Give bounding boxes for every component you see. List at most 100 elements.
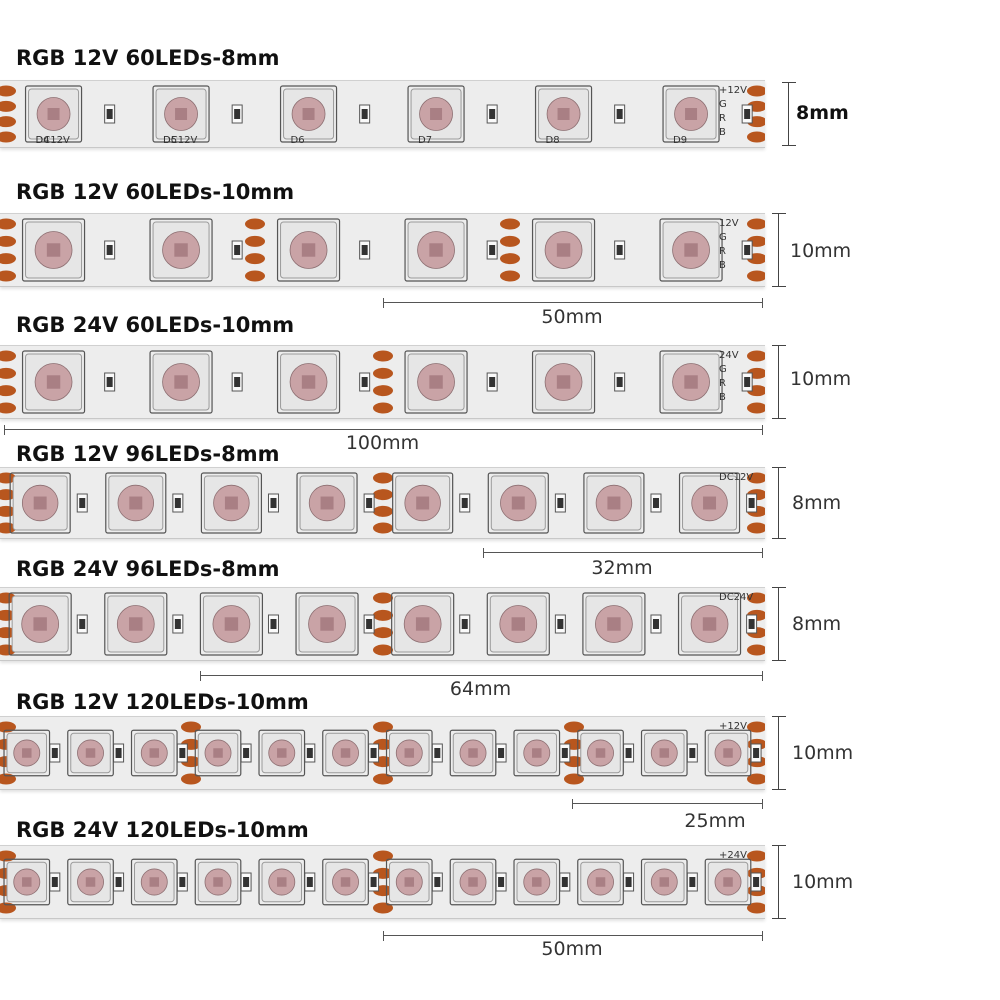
solder-pad <box>747 644 765 656</box>
silkscreen-label: D4 <box>36 135 50 146</box>
height-label: 10mm <box>792 742 854 764</box>
led-chip <box>295 592 359 656</box>
solder-pad <box>564 721 584 733</box>
pad-label: +12V <box>719 85 747 96</box>
solder-pad <box>0 218 16 230</box>
pad-label: 12V <box>719 218 739 229</box>
solder-pad <box>373 385 393 397</box>
led-chip <box>659 218 723 282</box>
solder-pad <box>500 270 520 282</box>
led-chip <box>258 858 306 906</box>
length-dimension <box>572 799 763 809</box>
led-chip <box>149 218 213 282</box>
led-chip <box>67 858 114 906</box>
solder-pad <box>500 218 520 230</box>
solder-pad <box>747 350 765 362</box>
length-dimension <box>383 931 763 941</box>
led-chip <box>3 858 51 906</box>
led-chip <box>577 729 624 777</box>
solder-pad <box>373 367 393 379</box>
led-chip <box>659 350 723 414</box>
led-chip <box>513 858 561 906</box>
led-chip <box>194 729 242 777</box>
led-chip <box>104 592 168 656</box>
solder-pad <box>0 116 16 128</box>
led-chip <box>200 472 263 534</box>
solder-pad <box>245 253 265 265</box>
height-label: 10mm <box>790 368 852 390</box>
solder-pad <box>373 902 393 914</box>
solder-pad <box>747 902 765 914</box>
solder-pad <box>0 270 16 282</box>
led-chip <box>385 858 433 906</box>
solder-pad <box>0 505 16 517</box>
height-dimension <box>772 587 786 661</box>
solder-pad <box>0 489 16 501</box>
solder-pad <box>564 773 584 785</box>
led-chip <box>577 858 624 906</box>
strip-title: RGB 24V 60LEDs-10mm <box>16 313 295 337</box>
solder-pad <box>500 235 520 247</box>
height-label: 8mm <box>792 492 842 514</box>
solder-pad <box>245 270 265 282</box>
led-chip <box>258 729 306 777</box>
solder-pad <box>747 721 765 733</box>
solder-pad <box>373 592 393 604</box>
solder-pad <box>373 644 393 656</box>
led-chip <box>704 858 752 906</box>
pad-label: G <box>719 99 727 110</box>
pad-label: G <box>719 364 727 375</box>
led-chip <box>152 85 210 143</box>
solder-pad <box>181 773 201 785</box>
led-chip <box>8 592 72 656</box>
solder-pad <box>373 350 393 362</box>
solder-pad <box>747 218 765 230</box>
solder-pad <box>747 402 765 414</box>
silkscreen-label: D9 <box>673 135 687 146</box>
strip-title: RGB 12V 60LEDs-8mm <box>16 46 280 70</box>
silkscreen-label: D8 <box>546 135 560 146</box>
led-chip <box>9 472 71 534</box>
solder-pad <box>0 235 16 247</box>
solder-pad <box>0 402 16 414</box>
led-chip <box>199 592 264 656</box>
led-chip <box>279 85 338 143</box>
length-label: 50mm <box>541 938 603 960</box>
pad-label: G <box>719 232 727 243</box>
solder-pad <box>0 367 16 379</box>
solder-pad <box>0 253 16 265</box>
led-chip <box>531 350 596 414</box>
solder-pad <box>747 270 765 282</box>
solder-pad <box>373 850 393 862</box>
solder-pad <box>0 850 16 862</box>
height-label: 8mm <box>792 613 842 635</box>
led-chip <box>130 729 178 777</box>
solder-pad <box>0 773 16 785</box>
solder-pad <box>747 522 765 534</box>
led-chip <box>407 85 465 143</box>
led-chip <box>531 218 596 282</box>
led-chip <box>534 85 593 143</box>
led-chip <box>391 592 455 656</box>
solder-pad <box>373 489 393 501</box>
solder-pad <box>373 721 393 733</box>
led-chip <box>583 472 645 534</box>
height-dimension <box>772 213 786 287</box>
led-strip-image: DC12V <box>0 467 765 539</box>
led-chip <box>404 350 468 414</box>
led-chip <box>662 85 720 143</box>
length-dimension <box>383 298 763 308</box>
pad-label: B <box>719 260 726 271</box>
solder-pad <box>0 472 16 484</box>
led-chip <box>149 350 213 414</box>
led-chip <box>582 592 646 656</box>
height-label: 8mm <box>796 102 849 124</box>
led-chip <box>105 472 167 534</box>
led-strip-image: +12V <box>0 716 765 790</box>
led-chip <box>296 472 358 534</box>
